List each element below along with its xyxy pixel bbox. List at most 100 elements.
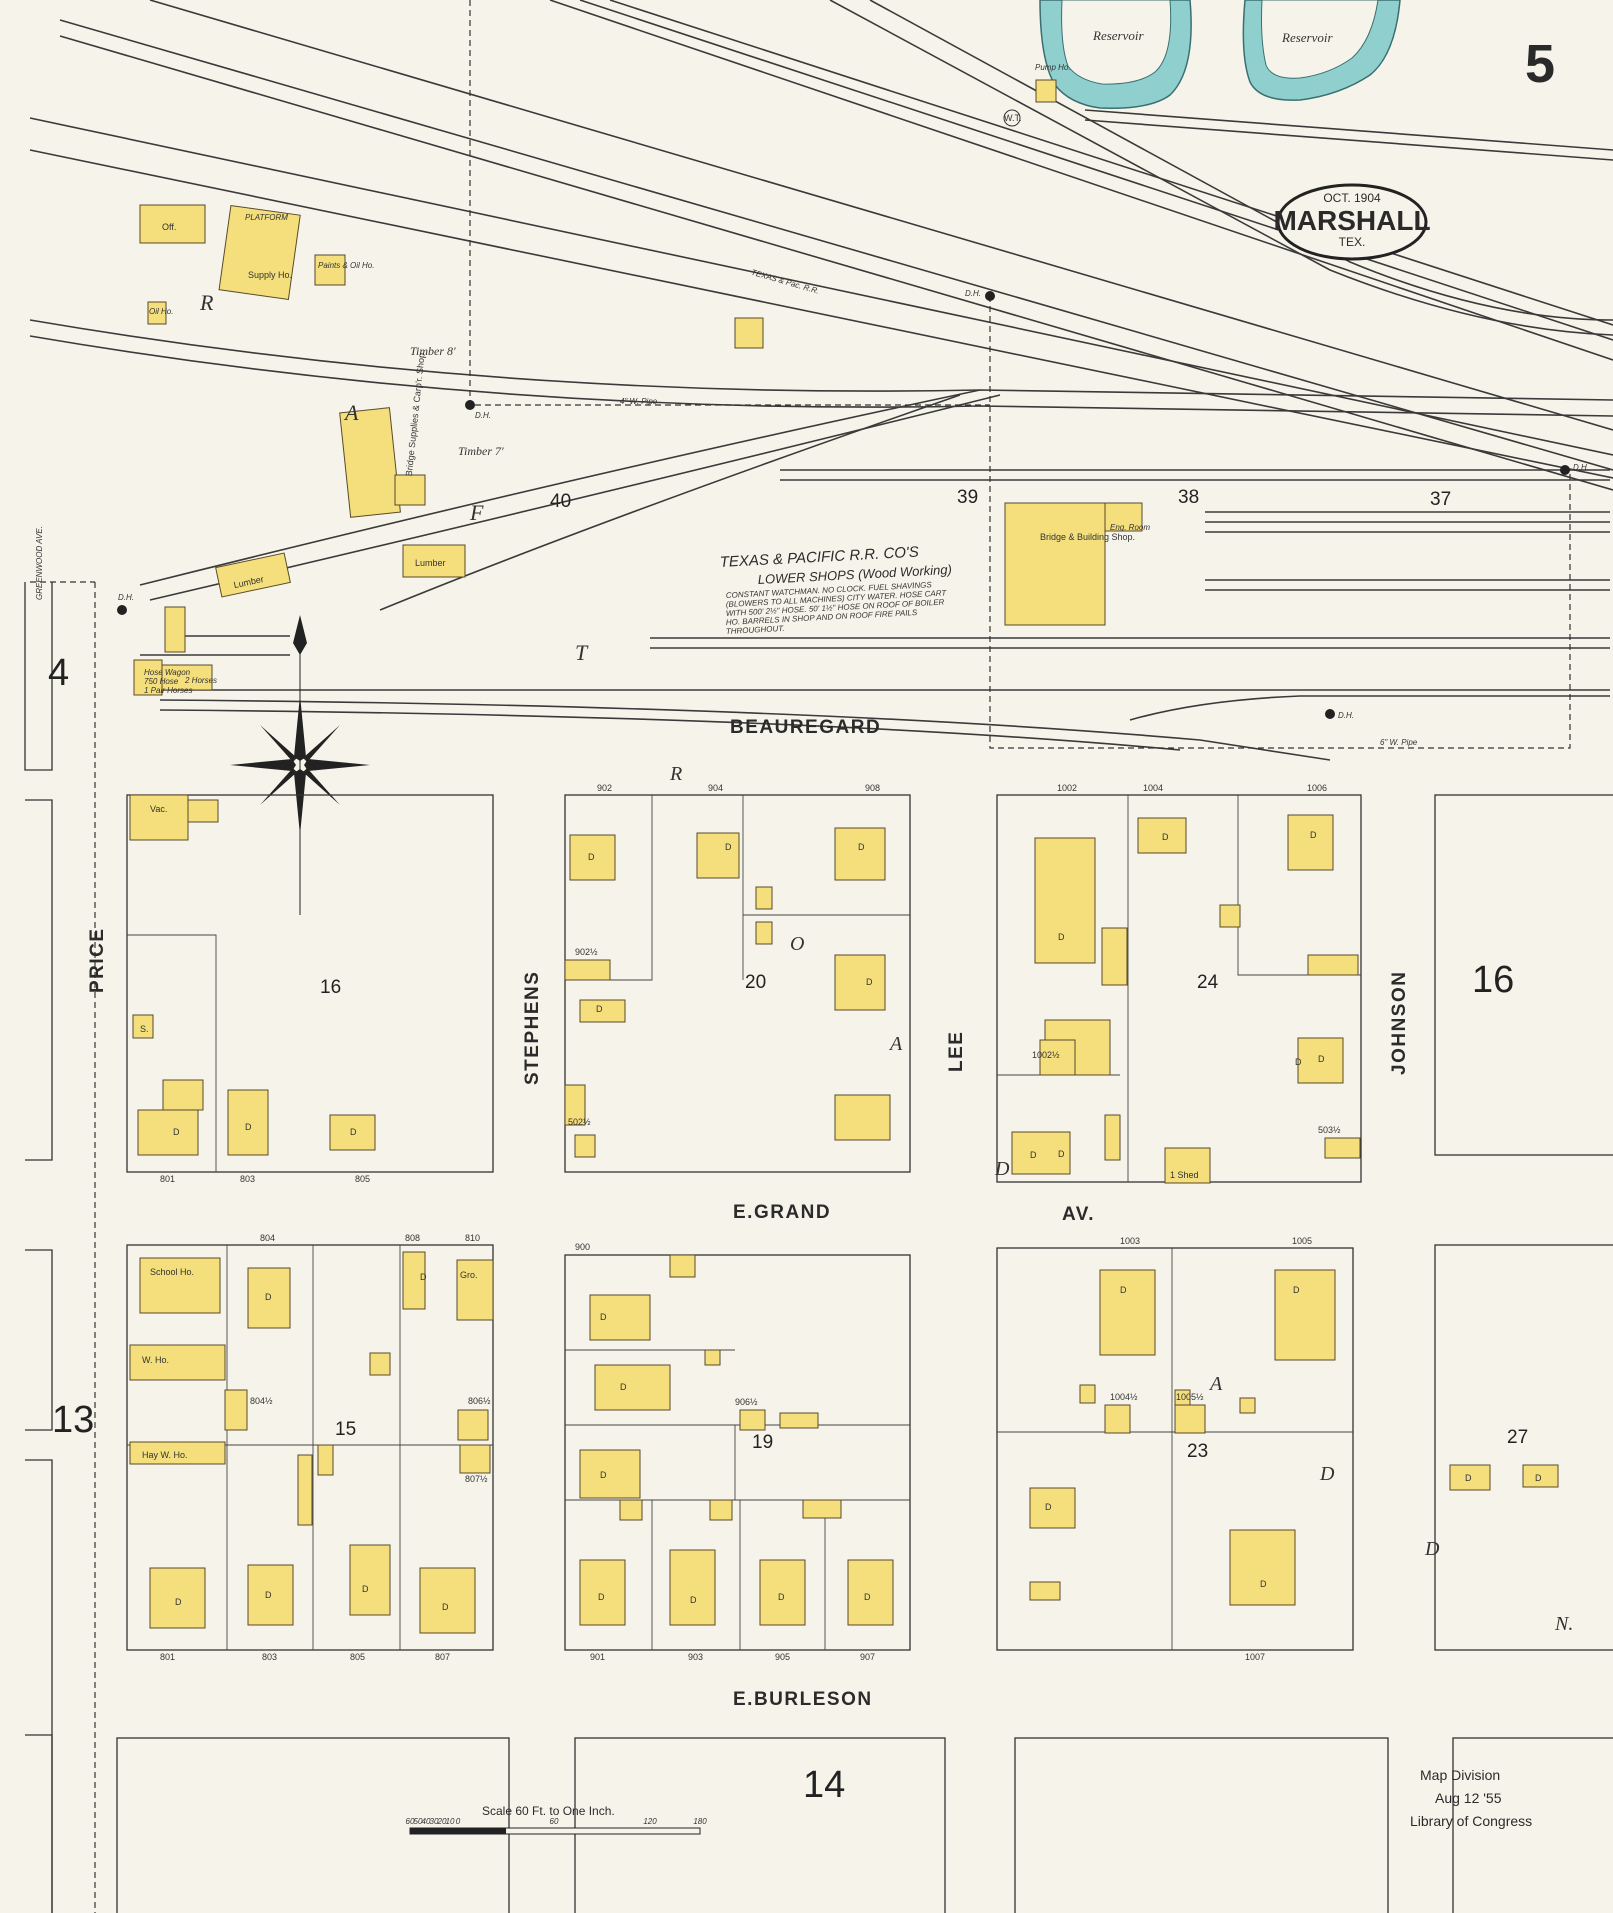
hose-detail2-label: 1 Pair Horses — [144, 686, 192, 695]
lumber-shed-2 — [402, 544, 466, 578]
svg-text:902½: 902½ — [575, 947, 598, 957]
reservoir-label-2: Reservoir — [1281, 30, 1333, 45]
dwelling-label: D — [588, 852, 595, 862]
s-label: S. — [140, 1024, 149, 1034]
sheet-ref-16: 16 — [1472, 959, 1514, 1001]
scale-tick-label: 50 — [414, 1817, 423, 1826]
shed-bldg — [1164, 1147, 1211, 1184]
railroad-tracks — [29, 0, 1613, 761]
svg-text:902: 902 — [597, 783, 612, 793]
svg-text:807½: 807½ — [465, 1474, 488, 1484]
scale-tick-label: 30 — [430, 1817, 439, 1826]
timber7-label: Timber 7' — [458, 444, 504, 458]
svg-text:1005½: 1005½ — [1176, 1392, 1204, 1402]
paints-oil-label: Paints & Oil Ho. — [318, 261, 374, 270]
sheet-ref-13: 13 — [52, 1399, 94, 1441]
svg-text:904: 904 — [708, 783, 723, 793]
svg-text:810: 810 — [465, 1233, 480, 1243]
platform-label: PLATFORM — [245, 213, 288, 222]
dwelling-label: D — [620, 1382, 627, 1392]
scale-tick-label: 60 — [550, 1817, 559, 1826]
engine-room — [1104, 502, 1143, 532]
hose-detail-label: 750 Hose — [144, 677, 179, 686]
hydrant-2 — [985, 291, 995, 301]
title-state: TEX. — [1339, 235, 1366, 249]
add-letter-d: D — [1319, 1463, 1335, 1485]
scale-text: Scale 60 Ft. to One Inch. — [482, 1804, 615, 1818]
svg-text:903: 903 — [688, 1652, 703, 1662]
dwelling-label: D — [245, 1122, 252, 1132]
street-beauregard: BEAUREGARD — [730, 717, 881, 738]
svg-text:1002½: 1002½ — [1032, 1050, 1060, 1060]
supply-house — [218, 204, 301, 300]
block-15-outline — [126, 1244, 494, 1651]
svg-text:808: 808 — [405, 1233, 420, 1243]
pump-house — [1035, 79, 1057, 103]
wareho-label: W. Ho. — [142, 1355, 169, 1365]
vacant-bldg — [129, 794, 189, 841]
dwelling-label: D — [1260, 1579, 1267, 1589]
dwelling-label: D — [173, 1127, 180, 1137]
svg-text:801: 801 — [160, 1652, 175, 1662]
railroad-name-label: TEXAS & Pac. R.R. — [750, 268, 820, 296]
bridge-building-shop — [1004, 502, 1106, 626]
stamp-line-2: Aug 12 '55 — [1435, 1790, 1502, 1806]
block-16: 16 — [320, 977, 341, 998]
svg-text:503½: 503½ — [1318, 1125, 1341, 1135]
add-letter-n: N. — [1554, 1613, 1573, 1635]
bridge-supplies-label: Bridge Supplies & Carp'r. Shop — [404, 352, 427, 476]
reservoir-right-inner — [1261, 0, 1379, 79]
pump-label: Pump Ho. — [1035, 63, 1071, 72]
road-letter-o: O — [790, 933, 804, 955]
block-20: 20 — [745, 972, 766, 993]
block-27-outline — [1434, 1244, 1613, 1651]
dwelling-label: D — [690, 1595, 697, 1605]
reservoir-label-1: Reservoir — [1092, 28, 1144, 43]
block-24: 24 — [1197, 972, 1219, 993]
dwelling-label: D — [600, 1312, 607, 1322]
scale-tick-label: 120 — [643, 1817, 657, 1826]
hydrant-3 — [1560, 465, 1570, 475]
scale-tick-label: 40 — [422, 1817, 431, 1826]
stamp-line-1: Map Division — [1420, 1767, 1500, 1783]
dwelling-label: D — [1465, 1473, 1472, 1483]
office-label: Off. — [162, 222, 176, 232]
page-number: 5 — [1525, 34, 1555, 94]
rr-letter-f: F — [469, 500, 484, 525]
dwelling-label: D — [265, 1292, 272, 1302]
dwelling-label: D — [858, 842, 865, 852]
bridge-shop-label: Bridge & Building Shop. — [1040, 532, 1135, 542]
svg-text:805: 805 — [355, 1174, 370, 1184]
scale-tick-label: 60 — [406, 1817, 415, 1826]
shed-h2 — [164, 606, 186, 653]
svg-text:806½: 806½ — [468, 1396, 491, 1406]
dwelling-label: D — [866, 977, 873, 987]
dwelling-label: D — [864, 1592, 871, 1602]
water-tower — [1003, 109, 1021, 127]
svg-text:1004½: 1004½ — [1110, 1392, 1138, 1402]
track-num-38: 38 — [1178, 487, 1199, 508]
scale-tick-label: 180 — [693, 1817, 707, 1826]
dwelling-label: D — [1318, 1054, 1325, 1064]
company-note-5: THROUGHOUT. — [726, 624, 785, 636]
dh-label-1: D.H. — [475, 411, 491, 420]
hydrant-4 — [1325, 709, 1335, 719]
timber8-label: Timber 8' — [410, 344, 456, 358]
dwelling-label: D — [175, 1597, 182, 1607]
dwelling-label: D — [1030, 1150, 1037, 1160]
dwelling-label: D — [1058, 932, 1065, 942]
eng-room-label: Eng. Room — [1110, 523, 1150, 532]
sheet-ref-4: 4 — [48, 652, 69, 694]
block-15: 15 — [335, 1419, 356, 1440]
rr-letter-a: A — [343, 400, 359, 425]
dh-label-4: D.H. — [1338, 711, 1354, 720]
oil-house — [147, 301, 167, 325]
hose-wagon-label: Hose Wagon — [144, 668, 191, 677]
vac-label: Vac. — [150, 804, 167, 814]
block-16-outline — [126, 794, 494, 1173]
company-notes: TEXAS & PACIFIC R.R. CO'S LOWER SHOPS (W… — [719, 544, 952, 636]
dwelling-label: D — [420, 1272, 427, 1282]
road-letter-r: R — [669, 763, 682, 785]
